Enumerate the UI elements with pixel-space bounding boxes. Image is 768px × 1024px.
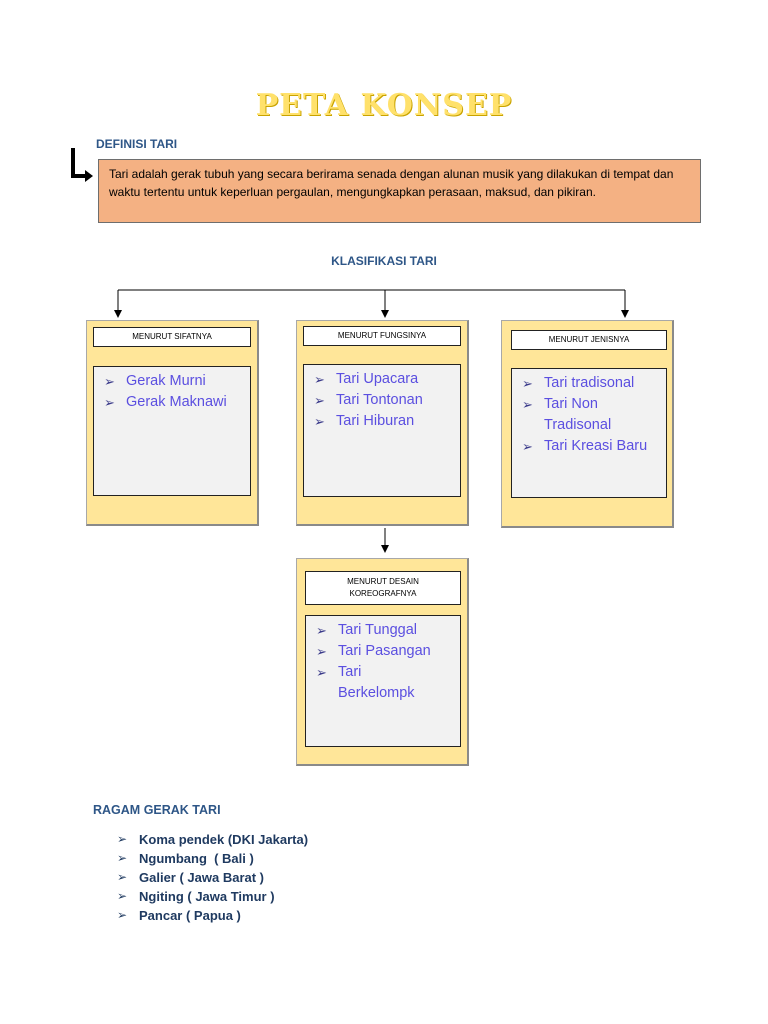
list-item: ➢Tari Kreasi Baru — [522, 436, 660, 457]
arrowhead-bullet-icon: ➢ — [104, 395, 115, 410]
card-body: ➢Tari Tunggal ➢Tari Pasangan ➢Tari Berke… — [305, 615, 461, 747]
ragam-title: RAGAM GERAK TARI — [93, 803, 221, 817]
list-item: ➢Gerak Maknawi — [104, 392, 244, 413]
arrowhead-bullet-icon: ➢ — [522, 376, 533, 391]
classification-title: KLASIFIKASI TARI — [331, 254, 437, 268]
list-item: ➢Gerak Murni — [104, 371, 244, 392]
list-item: ➢Tari Berkelompk — [316, 664, 415, 701]
arrowhead-bullet-icon: ➢ — [117, 889, 128, 903]
card-heading: MENURUT DESAIN KOREOGRAFNYA — [305, 571, 461, 605]
card-fungsinya: MENURUT FUNGSINYA ➢Tari Upacara ➢Tari To… — [296, 320, 469, 526]
definition-box: Tari adalah gerak tubuh yang secara beri… — [98, 159, 701, 223]
arrowhead-bullet-icon: ➢ — [314, 414, 325, 429]
arrowhead-bullet-icon: ➢ — [316, 644, 327, 659]
arrowhead-bullet-icon: ➢ — [104, 374, 115, 389]
list-item: ➢Ngiting ( Jawa Timur ) — [117, 889, 275, 904]
arrowhead-bullet-icon: ➢ — [117, 870, 128, 884]
card-sifatnya: MENURUT SIFATNYA ➢Gerak Murni ➢Gerak Mak… — [86, 320, 259, 526]
list-item: ➢Tari Hiburan — [314, 411, 454, 432]
corner-arrow-icon — [71, 148, 93, 182]
card-jenisnya: MENURUT JENISNYA ➢Tari tradisonal ➢Tari … — [501, 320, 674, 528]
card-heading: MENURUT SIFATNYA — [93, 327, 251, 347]
card-body: ➢Tari Upacara ➢Tari Tontonan ➢Tari Hibur… — [303, 364, 461, 497]
list-item: ➢Tari Upacara — [314, 369, 454, 390]
list-item: ➢Tari Pasangan — [316, 641, 454, 662]
list-item: ➢Pancar ( Papua ) — [117, 908, 241, 923]
card-desain-koreografnya: MENURUT DESAIN KOREOGRAFNYA ➢Tari Tungga… — [296, 558, 469, 766]
ragam-list: ➢Koma pendek (DKI Jakarta) ➢Ngumbang ( B… — [117, 830, 308, 925]
definition-label: DEFINISI TARI — [96, 137, 178, 151]
list-item: ➢Galier ( Jawa Barat ) — [117, 870, 264, 885]
arrowhead-bullet-icon: ➢ — [117, 832, 128, 846]
arrowhead-bullet-icon: ➢ — [522, 397, 533, 412]
list-item: ➢Ngumbang ( Bali ) — [117, 851, 254, 866]
list-item: ➢Tari Tontonan — [314, 390, 454, 411]
list-item: ➢Tari Tunggal — [316, 620, 454, 641]
card-body: ➢Tari tradisonal ➢Tari Non Tradisonal ➢T… — [511, 368, 667, 498]
list-item: ➢Tari tradisonal — [522, 373, 660, 394]
arrowhead-bullet-icon: ➢ — [522, 439, 533, 454]
list-item: ➢Tari Non Tradisonal — [522, 396, 612, 433]
arrowhead-bullet-icon: ➢ — [314, 393, 325, 408]
arrowhead-bullet-icon: ➢ — [314, 372, 325, 387]
card-body: ➢Gerak Murni ➢Gerak Maknawi — [93, 366, 251, 496]
arrowhead-bullet-icon: ➢ — [316, 665, 327, 680]
arrowhead-bullet-icon: ➢ — [117, 908, 128, 922]
arrowhead-bullet-icon: ➢ — [117, 851, 128, 865]
card-heading: MENURUT JENISNYA — [511, 330, 667, 350]
arrowhead-bullet-icon: ➢ — [316, 623, 327, 638]
card-heading: MENURUT FUNGSINYA — [303, 326, 461, 346]
definition-text: Tari adalah gerak tubuh yang secara beri… — [109, 167, 674, 199]
page-title: PETA KONSEP — [255, 88, 513, 123]
list-item: ➢Koma pendek (DKI Jakarta) — [117, 832, 309, 847]
